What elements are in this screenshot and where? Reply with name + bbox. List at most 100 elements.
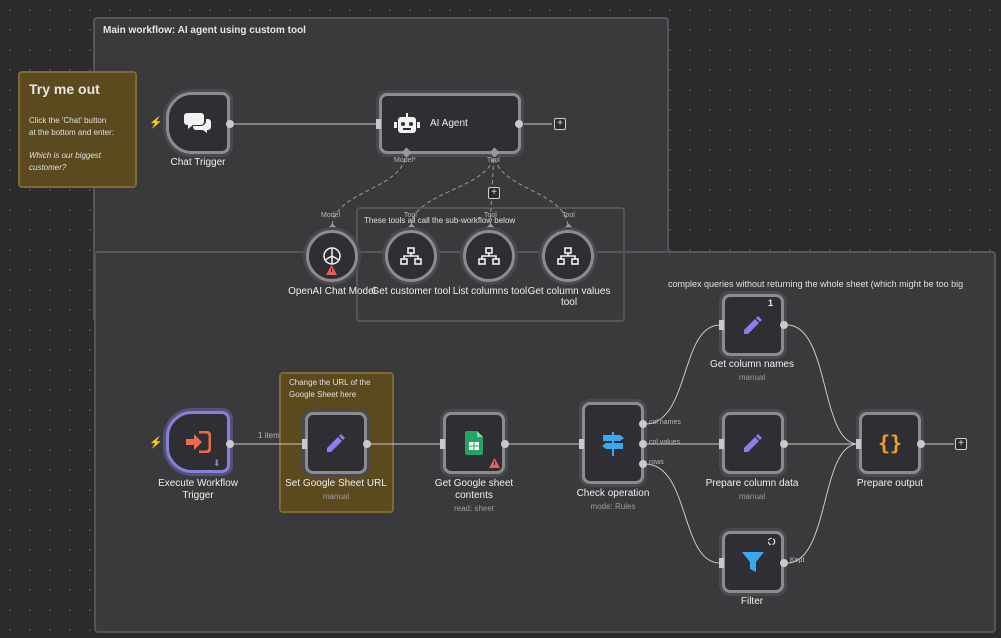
prepare-column-data-output-port[interactable] — [780, 440, 788, 448]
list-columns-tool-node[interactable] — [463, 230, 515, 282]
tool-label: Tool — [487, 157, 500, 164]
col-values-output-port[interactable] — [639, 440, 647, 448]
try-me-question1: Which is our biggest — [29, 151, 102, 160]
run-count-badge: 1 — [768, 298, 774, 308]
url-note-line1: Change the URL of the — [289, 378, 371, 387]
prepare-output-node[interactable]: {} — [859, 412, 921, 474]
signpost-icon — [602, 432, 624, 456]
get-sheet-sublabel: read: sheet — [453, 504, 495, 513]
get-column-values-tool-label-2: tool — [560, 297, 578, 308]
get-customer-tool-label: Get customer tool — [371, 286, 451, 297]
filter-input-port[interactable] — [719, 558, 724, 568]
set-url-input-port[interactable] — [302, 439, 307, 449]
openai-chat-model-label: OpenAI Chat Model — [288, 286, 376, 297]
ai-agent-node[interactable]: AI Agent — [379, 93, 521, 154]
google-sheets-icon — [465, 431, 483, 455]
get-sheet-label-1: Get Google sheet — [434, 478, 514, 489]
rows-label: rows — [649, 459, 664, 466]
sub-workflow-note: complex queries without returning the wh… — [668, 279, 964, 289]
trigger-bolt-icon: ⚡ — [149, 437, 163, 449]
get-column-names-sublabel: manual — [738, 373, 766, 382]
sub-workflow-sticky[interactable] — [94, 251, 996, 633]
set-url-label: Set Google Sheet URL — [285, 478, 387, 489]
set-url-sublabel: manual — [322, 492, 350, 501]
tools-note: These tools all call the sub-workflow be… — [364, 216, 516, 225]
chat-trigger-node[interactable] — [166, 92, 230, 154]
prepare-output-output-port[interactable] — [917, 440, 925, 448]
model-sublabel: Model — [321, 212, 341, 219]
get-column-values-tool-node[interactable] — [542, 230, 594, 282]
ai-agent-input-port[interactable] — [376, 119, 381, 129]
execute-trigger-label-2: Trigger — [182, 490, 214, 501]
robot-icon — [394, 112, 420, 133]
prepare-output-label: Prepare output — [856, 478, 924, 489]
pencil-icon — [744, 434, 762, 452]
chat-bubbles-icon — [184, 113, 211, 133]
kept-label: Kept — [790, 557, 805, 564]
sign-in-icon — [186, 431, 211, 453]
check-operation-input-port[interactable] — [579, 439, 584, 449]
rows-output-port[interactable] — [639, 460, 647, 468]
check-operation-node[interactable] — [582, 402, 644, 484]
chat-trigger-output-port[interactable] — [226, 120, 234, 128]
openai-chat-model-node[interactable] — [306, 230, 358, 282]
prepare-column-data-input-port[interactable] — [719, 439, 724, 449]
warning-icon — [326, 265, 337, 275]
col-values-label: col values — [649, 439, 681, 446]
filter-label: Filter — [740, 596, 764, 607]
items-count-label: 1 item — [258, 431, 280, 440]
try-me-sticky[interactable] — [18, 71, 137, 188]
prepare-column-data-node[interactable] — [722, 412, 784, 474]
pencil-icon — [744, 316, 762, 334]
tools-sticky[interactable] — [356, 207, 625, 322]
get-column-names-label: Get column names — [710, 359, 794, 370]
sitemap-icon — [478, 247, 500, 265]
chat-trigger-label: Chat Trigger — [170, 157, 226, 168]
filter-icon — [742, 552, 764, 572]
execute-trigger-output-port[interactable] — [226, 440, 234, 448]
prepare-column-data-label: Prepare column data — [705, 478, 799, 489]
set-google-sheet-url-node[interactable] — [305, 412, 367, 474]
check-operation-label: Check operation — [576, 488, 650, 499]
tool-sublabel-1: Tool — [404, 212, 417, 219]
try-me-question2: customer? — [29, 163, 67, 172]
get-column-names-node[interactable] — [722, 294, 784, 356]
ai-agent-output-port[interactable] — [515, 120, 523, 128]
prepare-output-input-port[interactable] — [856, 439, 861, 449]
get-customer-tool-node[interactable] — [385, 230, 437, 282]
tool-add-icon[interactable]: + — [488, 187, 500, 199]
get-column-values-tool-label-1: Get column values — [527, 286, 611, 297]
get-column-names-output-port[interactable] — [780, 321, 788, 329]
code-braces-icon: {} — [877, 431, 903, 455]
execute-trigger-label-1: Execute Workflow — [158, 478, 238, 489]
filter-output-port[interactable] — [780, 559, 788, 567]
prepare-column-data-sublabel: manual — [738, 492, 766, 501]
get-sheet-output-port[interactable] — [501, 440, 509, 448]
get-sheet-input-port[interactable] — [440, 439, 445, 449]
trigger-bolt-icon: ⚡ — [149, 117, 163, 129]
refresh-icon — [767, 537, 776, 546]
openai-icon — [323, 247, 341, 265]
check-operation-sublabel: mode: Rules — [590, 502, 636, 511]
try-me-line1: Click the 'Chat' button — [29, 116, 107, 125]
model-required-label: Model* — [394, 157, 416, 164]
get-column-names-input-port[interactable] — [719, 320, 724, 330]
get-sheet-label-2: contents — [455, 490, 493, 501]
ai-agent-label: AI Agent — [430, 118, 468, 129]
try-me-title: Try me out — [29, 81, 100, 97]
try-me-line2: at the bottom and enter: — [29, 128, 114, 137]
col-names-label: col names — [649, 419, 681, 426]
ai-agent-add-icon[interactable]: + — [554, 118, 566, 130]
set-url-output-port[interactable] — [363, 440, 371, 448]
main-workflow-title: Main workflow: AI agent using custom too… — [103, 25, 306, 36]
url-note-line2: Google Sheet here — [289, 390, 357, 399]
sitemap-icon — [557, 247, 579, 265]
pencil-icon — [327, 434, 345, 452]
tool-sublabel-2: Tool — [484, 212, 497, 219]
warning-icon — [489, 458, 500, 468]
execute-workflow-trigger-node[interactable] — [166, 411, 230, 473]
sitemap-icon — [400, 247, 422, 265]
col-names-output-port[interactable] — [639, 420, 647, 428]
tool-sublabel-3: Tool — [562, 212, 575, 219]
prepare-output-add-icon[interactable]: + — [955, 438, 967, 450]
